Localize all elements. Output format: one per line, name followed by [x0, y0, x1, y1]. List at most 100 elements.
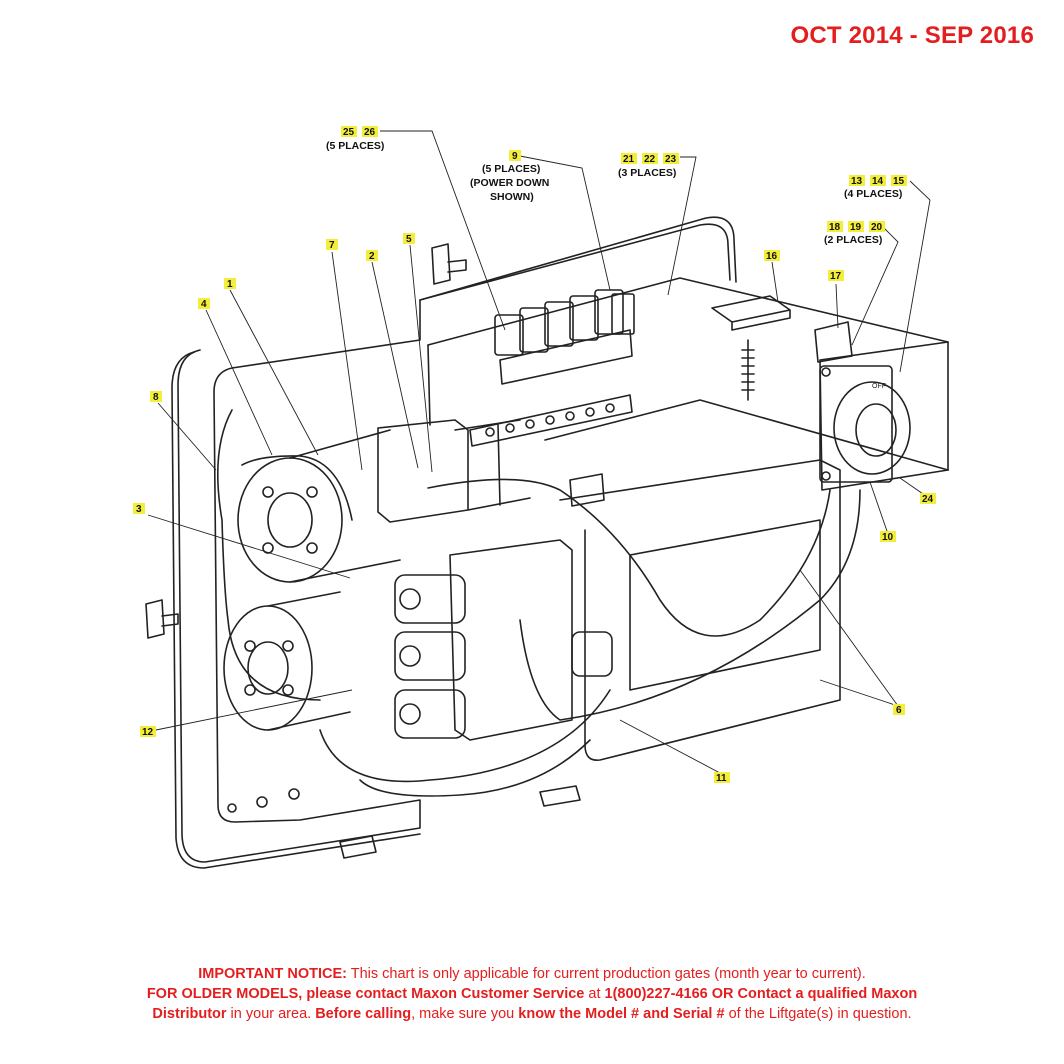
note-3-places: (3 PLACES)	[618, 167, 676, 179]
callout-22: 22	[642, 153, 658, 165]
svg-text:22: 22	[644, 154, 656, 165]
cable-spring	[741, 339, 755, 401]
svg-text:19: 19	[850, 222, 862, 233]
svg-text:16: 16	[766, 251, 778, 262]
callout-3: 3	[133, 503, 145, 515]
callout-17: 17	[828, 270, 844, 282]
callout-5: 5	[403, 233, 415, 245]
callout-26: 26	[362, 126, 378, 138]
leader-4	[205, 309, 273, 456]
mounting-stud-left	[145, 599, 179, 639]
plate-top-edge	[419, 216, 737, 301]
motor-upper	[237, 429, 401, 583]
note-2-places: (2 PLACES)	[824, 234, 882, 246]
valve-coils	[394, 574, 613, 739]
callout-21: 21	[621, 153, 637, 165]
hose-upper	[241, 455, 353, 521]
leader-11	[619, 719, 721, 774]
svg-text:8: 8	[153, 392, 159, 403]
svg-text:20: 20	[871, 222, 883, 233]
date-range-title: OCT 2014 - SEP 2016	[790, 22, 1034, 49]
callout-24: 24	[920, 493, 936, 505]
callout-12: 12	[140, 726, 156, 738]
pump-cylinder	[454, 419, 531, 511]
notice-line-2: FOR OLDER MODELS, please contact Maxon C…	[146, 986, 918, 1002]
callout-20: 20	[869, 221, 885, 233]
callout-14: 14	[870, 175, 886, 187]
enclosure-back-wall	[427, 277, 949, 471]
svg-text:2: 2	[369, 251, 375, 262]
svg-text:12: 12	[142, 727, 154, 738]
mounting-plate	[177, 223, 731, 863]
leader-1	[229, 289, 319, 456]
svg-text:9: 9	[512, 151, 518, 162]
note-5-places-a: (5 PLACES)	[326, 140, 384, 152]
base-foot-1	[339, 835, 377, 859]
callout-10: 10	[880, 531, 896, 543]
note-4-places: (4 PLACES)	[844, 188, 902, 200]
leader-7	[331, 251, 363, 471]
enclosure-floor	[544, 399, 949, 471]
hose-long-right	[427, 478, 831, 637]
motor-lower	[223, 591, 351, 731]
leader-8	[157, 402, 217, 471]
leader-25-26	[380, 130, 506, 331]
callout-8: 8	[150, 391, 162, 403]
callout-25: 25	[341, 126, 357, 138]
svg-text:26: 26	[364, 127, 376, 138]
callout-13: 13	[849, 175, 865, 187]
leader-10	[869, 481, 889, 535]
svg-text:13: 13	[851, 176, 863, 187]
terminal-block	[711, 295, 791, 331]
callout-16: 16	[764, 250, 780, 262]
hose-drain	[359, 739, 591, 797]
pump-housing	[377, 419, 469, 523]
callout-15: 15	[891, 175, 907, 187]
callout-11: 11	[714, 772, 730, 784]
reservoir-band	[629, 519, 821, 691]
svg-text:7: 7	[329, 240, 335, 251]
note-5-places-b: (5 PLACES)	[482, 163, 540, 175]
enclosure-side	[819, 341, 949, 491]
hose-lower-right	[519, 489, 861, 721]
callout-2: 2	[366, 250, 378, 262]
mounting-stud-top	[431, 243, 467, 285]
reservoir-tank	[559, 459, 841, 762]
note-shown: SHOWN)	[490, 191, 534, 203]
important-notice: IMPORTANT NOTICE: This chart is only app…	[20, 964, 1044, 1024]
svg-text:23: 23	[665, 154, 677, 165]
note-power-down: (POWER DOWN	[470, 177, 549, 189]
svg-text:11: 11	[716, 773, 727, 784]
leader-21-23	[667, 156, 697, 296]
svg-text:3: 3	[136, 504, 142, 515]
leader-6	[799, 569, 899, 707]
leader-2	[371, 261, 419, 469]
notice-line-3: Distributor in your area. Before calling…	[152, 1006, 912, 1022]
plate-edge	[171, 351, 421, 869]
disconnect-switch	[819, 365, 911, 483]
svg-text:1: 1	[227, 279, 233, 290]
callout-6: 6	[893, 704, 905, 716]
leader-13-15	[899, 180, 931, 373]
switch-off-label: OFF	[872, 383, 886, 390]
enclosure-left-wall	[427, 344, 431, 426]
callout-18: 18	[827, 221, 843, 233]
svg-text:10: 10	[882, 532, 894, 543]
base-foot-2	[539, 785, 581, 807]
callout-9: 9	[509, 150, 521, 162]
svg-text:4: 4	[201, 299, 207, 310]
svg-text:25: 25	[343, 127, 355, 138]
leader-17	[835, 283, 839, 329]
svg-text:14: 14	[872, 176, 884, 187]
hose-bottom	[319, 689, 611, 783]
notice-line-1: IMPORTANT NOTICE: This chart is only app…	[198, 966, 866, 982]
svg-text:21: 21	[623, 154, 635, 165]
callout-7: 7	[326, 239, 338, 251]
svg-text:15: 15	[893, 176, 905, 187]
leader-5	[409, 244, 433, 473]
valve-manifold	[449, 539, 573, 741]
leader-12	[155, 689, 353, 731]
svg-text:17: 17	[830, 271, 842, 282]
